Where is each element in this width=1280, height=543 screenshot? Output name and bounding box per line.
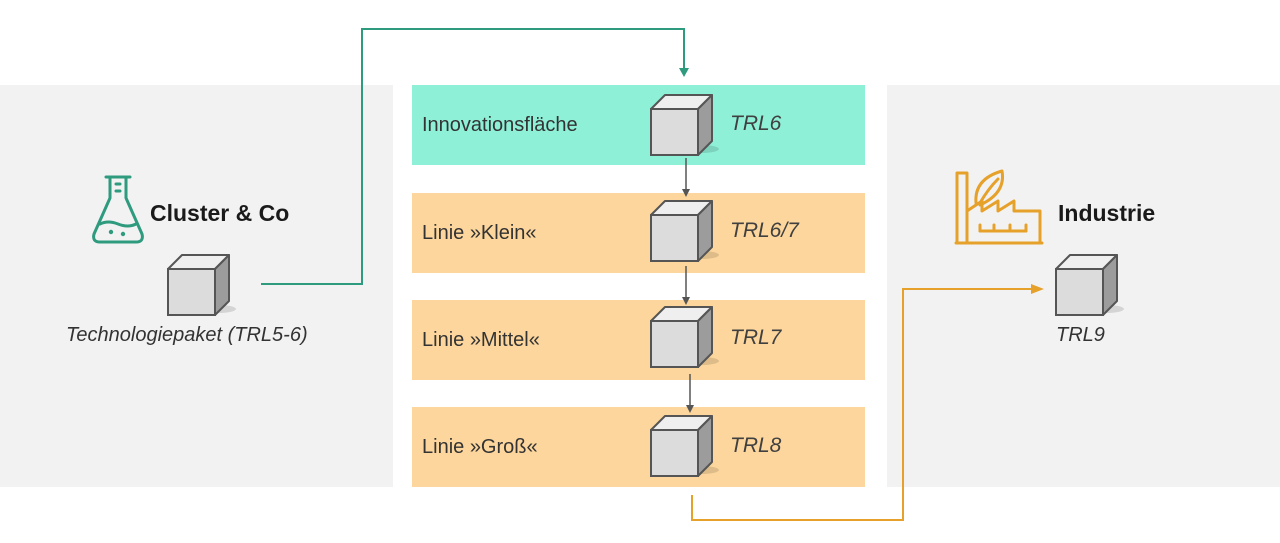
stage-trl: TRL6	[730, 112, 782, 135]
industry-heading: Industrie	[1058, 200, 1156, 226]
stage-trl: TRL6/7	[730, 219, 799, 242]
stage-band-small: Linie »Klein«	[412, 193, 865, 273]
cube-icon	[650, 306, 719, 368]
cube-icon	[650, 415, 719, 477]
stage-label: Linie »Mittel«	[422, 328, 540, 351]
cube-icon	[1055, 254, 1124, 316]
stage-band-large: Linie »Groß«	[412, 407, 865, 487]
industry-trl-caption: TRL9	[1056, 324, 1105, 346]
stage-band-medium: Linie »Mittel«	[412, 300, 865, 380]
green-connector	[261, 28, 689, 285]
cube-icon	[650, 200, 719, 262]
stage-label: Linie »Groß«	[422, 435, 538, 458]
stage-label: Linie »Klein«	[422, 221, 537, 244]
stage-arrows	[682, 158, 694, 413]
stage-band-innovation: Innovationsfläche	[412, 85, 865, 165]
cluster-heading: Cluster & Co	[150, 200, 290, 226]
stage-trl: TRL8	[730, 434, 782, 457]
cube-icon	[650, 94, 719, 156]
factory-leaf-icon	[954, 169, 1044, 245]
cube-icon	[167, 254, 236, 316]
technology-package-caption: Technologiepaket (TRL5-6)	[66, 324, 308, 346]
stage-label: Innovationsfläche	[422, 113, 578, 136]
orange-connector	[691, 284, 1044, 521]
stage-trl: TRL7	[730, 326, 782, 349]
flask-icon	[92, 175, 144, 244]
